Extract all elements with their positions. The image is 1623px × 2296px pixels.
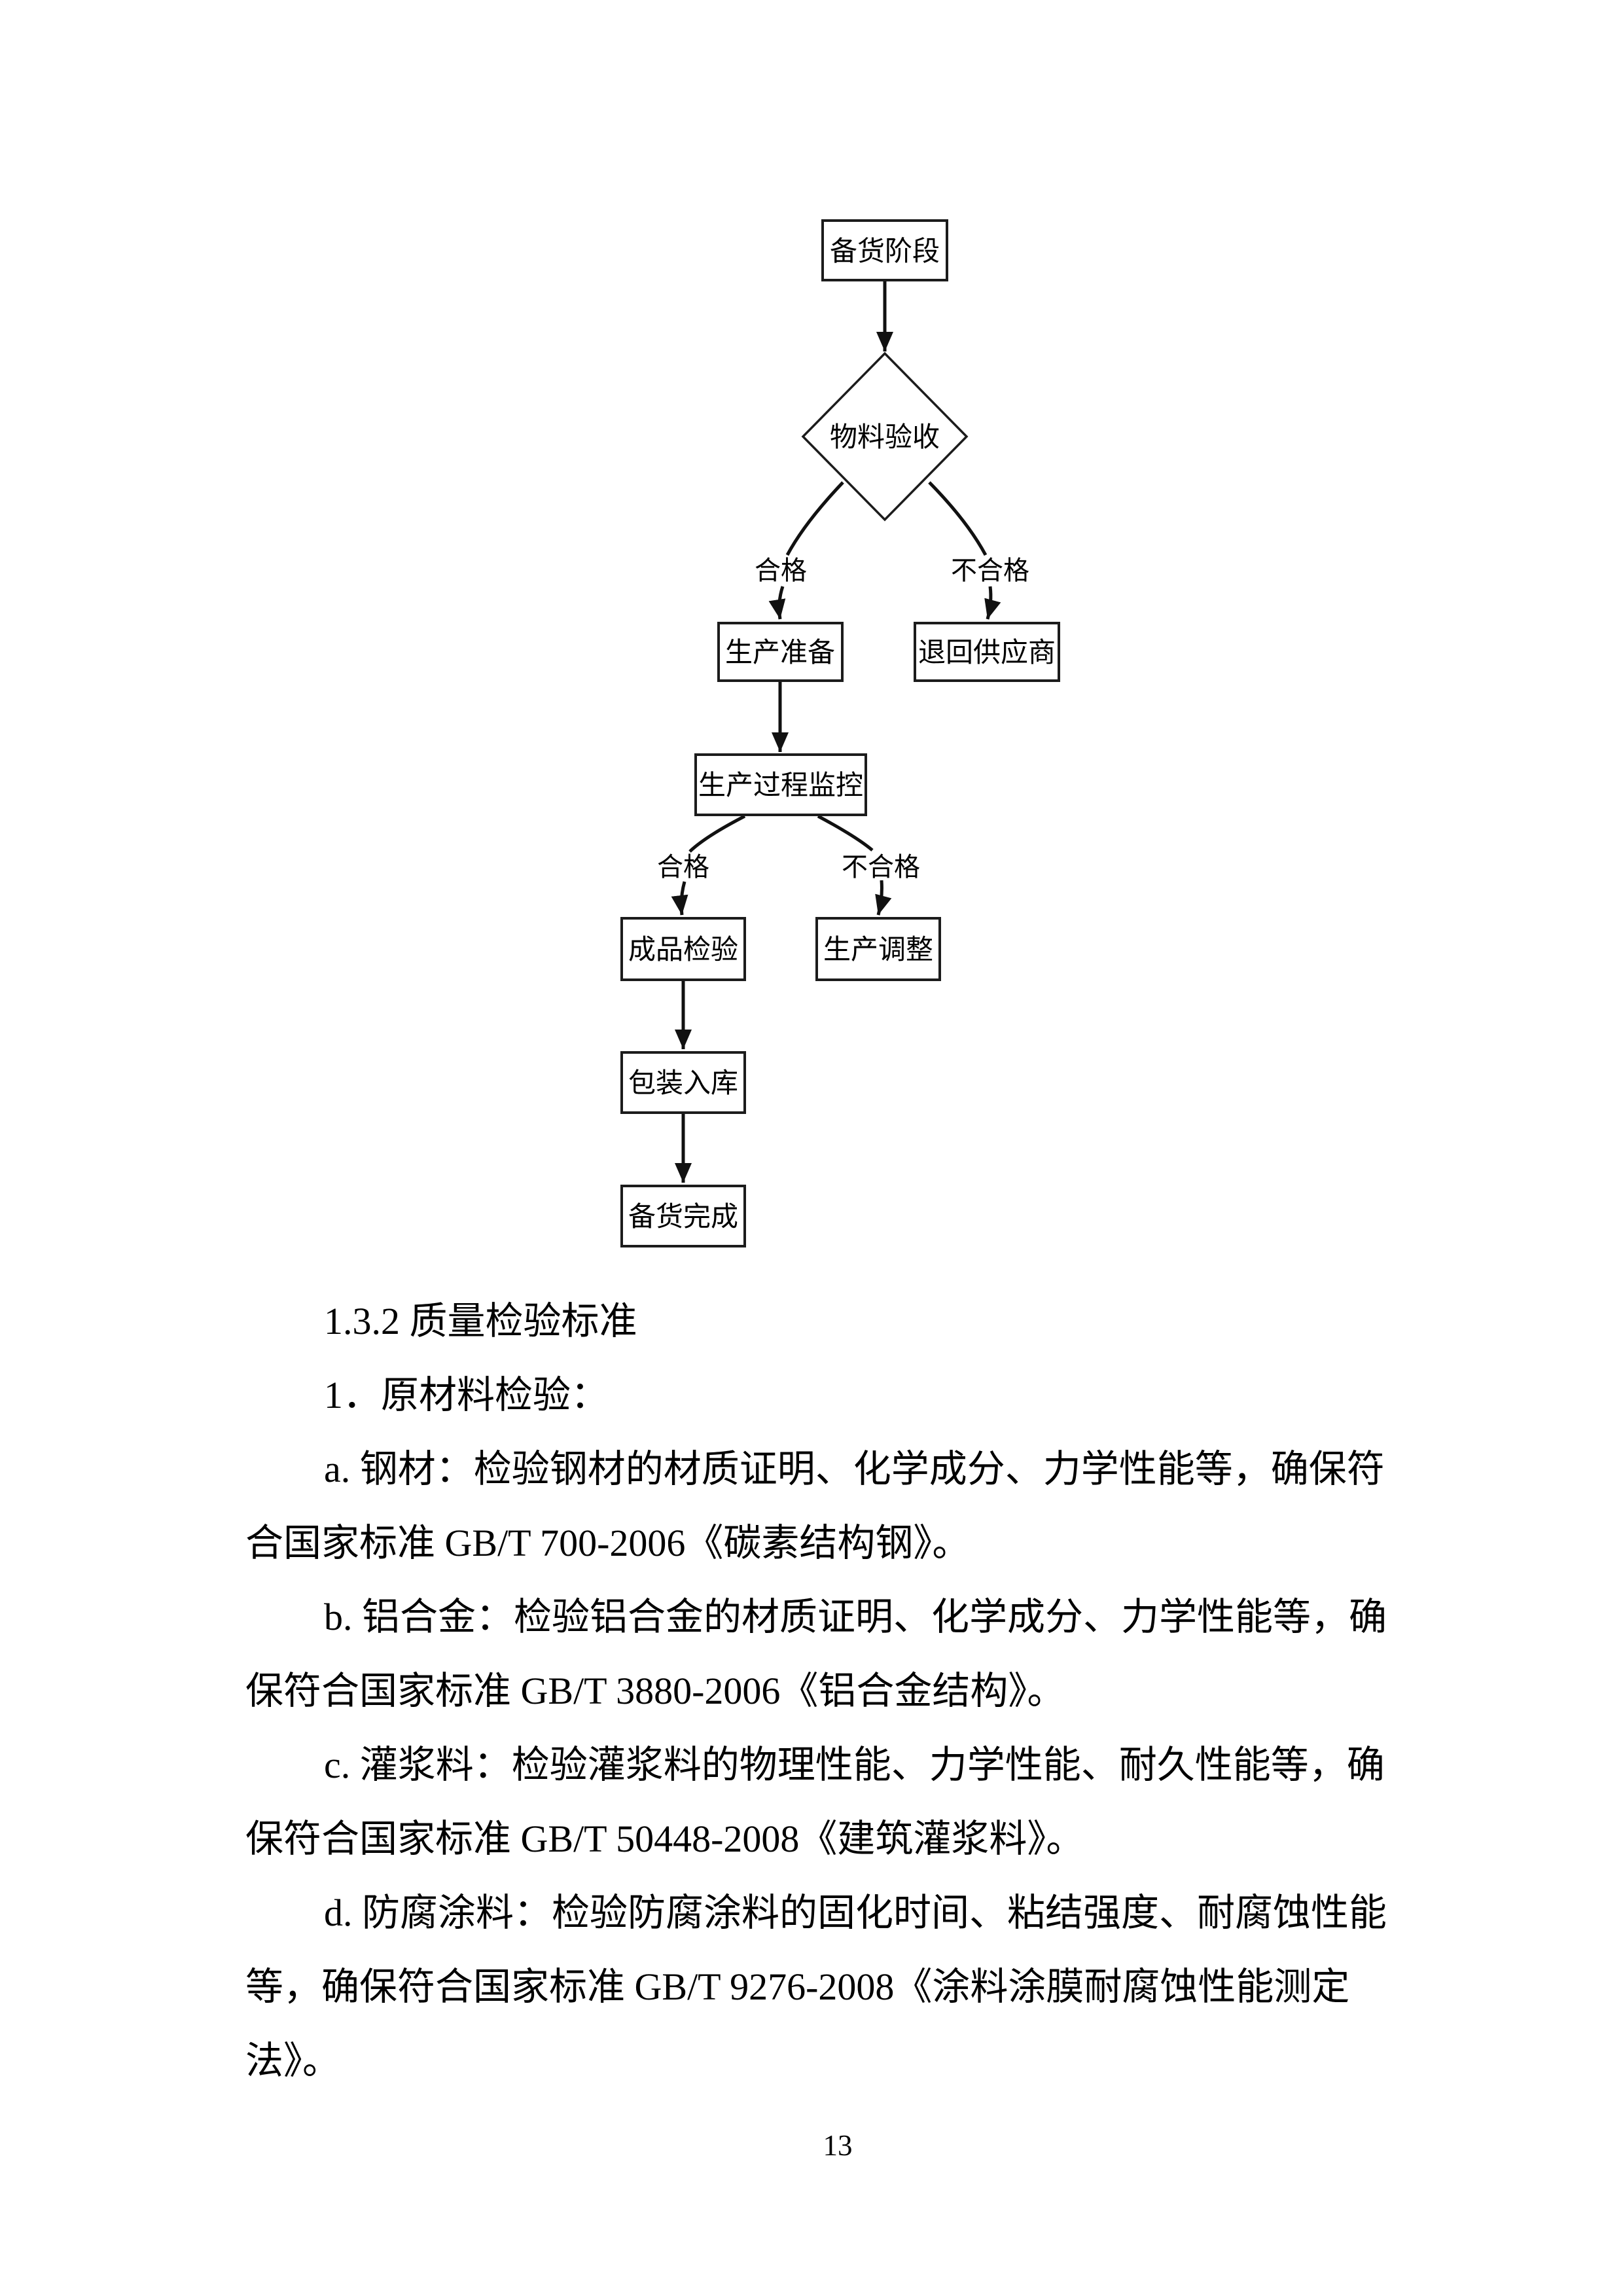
edge-label-pass-1: 合格 xyxy=(755,556,807,585)
section-heading: 1.3.2 质量检验标准 xyxy=(324,1300,637,1342)
flow-node-start-label: 备货阶段 xyxy=(830,237,940,267)
flow-node-prep-label: 生产准备 xyxy=(725,638,835,668)
text-line-b1: b. 铝合金：检验铝合金的材质证明、化学成分、力学性能等，确 xyxy=(324,1596,1387,1638)
edge-label-fail-2: 不合格 xyxy=(842,852,920,882)
flow-node-package xyxy=(620,1051,746,1114)
flow-node-decision1-label: 物料验收 xyxy=(830,422,940,453)
flow-node-final-inspect xyxy=(620,917,746,981)
text-line-d2: 等，确保符合国家标准 GB/T 9276-2008《涂料涂膜耐腐蚀性能测定 xyxy=(245,1965,1350,2008)
flow-node-final-inspect-label: 成品检验 xyxy=(628,935,738,965)
body-text: 1.3.2 质量检验标准 1．原材料检验： a. 钢材：检验钢材的材质证明、化学… xyxy=(245,1284,1387,2098)
flow-node-start xyxy=(821,219,948,281)
text-line-c2: 保符合国家标准 GB/T 50448-2008《建筑灌浆料》。 xyxy=(245,1818,1084,1860)
edge-fail1-arrow xyxy=(984,586,1001,620)
list-item-1: 1．原材料检验： xyxy=(324,1374,609,1416)
edge-pass2-upper xyxy=(688,814,746,853)
flow-node-done xyxy=(620,1185,746,1247)
flow-node-prep xyxy=(717,622,844,682)
flow-node-done-label: 备货完成 xyxy=(628,1202,738,1232)
edge-fail2-upper xyxy=(817,814,874,852)
text-line-d1: d. 防腐涂料：检验防腐涂料的固化时间、粘结强度、耐腐蚀性能 xyxy=(324,1892,1387,1934)
flow-node-monitor-label: 生产过程监控 xyxy=(698,771,863,801)
text-line-c1: c. 灌浆料：检验灌浆料的物理性能、力学性能、耐久性能等，确 xyxy=(324,1744,1385,1786)
text-line-b2: 保符合国家标准 GB/T 3880-2006《铝合金结构》。 xyxy=(245,1670,1065,1712)
edge-pass1-upper xyxy=(785,481,844,556)
text-line-d3: 法》。 xyxy=(245,2039,341,2082)
flow-node-adjust-label: 生产调整 xyxy=(823,935,933,965)
edge-fail2-arrow xyxy=(875,880,892,916)
edge-pass1-arrow xyxy=(768,586,786,620)
edge-fail1-upper xyxy=(928,481,988,556)
edge-label-fail-1: 不合格 xyxy=(951,556,1029,585)
edge-pass2-arrow xyxy=(671,881,688,916)
text-line-a2: 合国家标准 GB/T 700-2006《碳素结构钢》。 xyxy=(245,1522,971,1564)
edge-label-pass-2: 合格 xyxy=(657,852,709,882)
flow-node-return-supplier-label: 退回供应商 xyxy=(918,637,1056,668)
flow-node-adjust xyxy=(815,917,941,981)
flow-node-decision1 xyxy=(801,351,969,522)
flow-node-return-supplier xyxy=(914,622,1060,682)
page-number: 13 xyxy=(823,2129,853,2162)
flow-node-package-label: 包装入库 xyxy=(628,1069,738,1099)
text-line-a1: a. 钢材：检验钢材的材质证明、化学成分、力学性能等，确保符 xyxy=(324,1448,1385,1490)
flow-node-monitor xyxy=(694,753,867,816)
